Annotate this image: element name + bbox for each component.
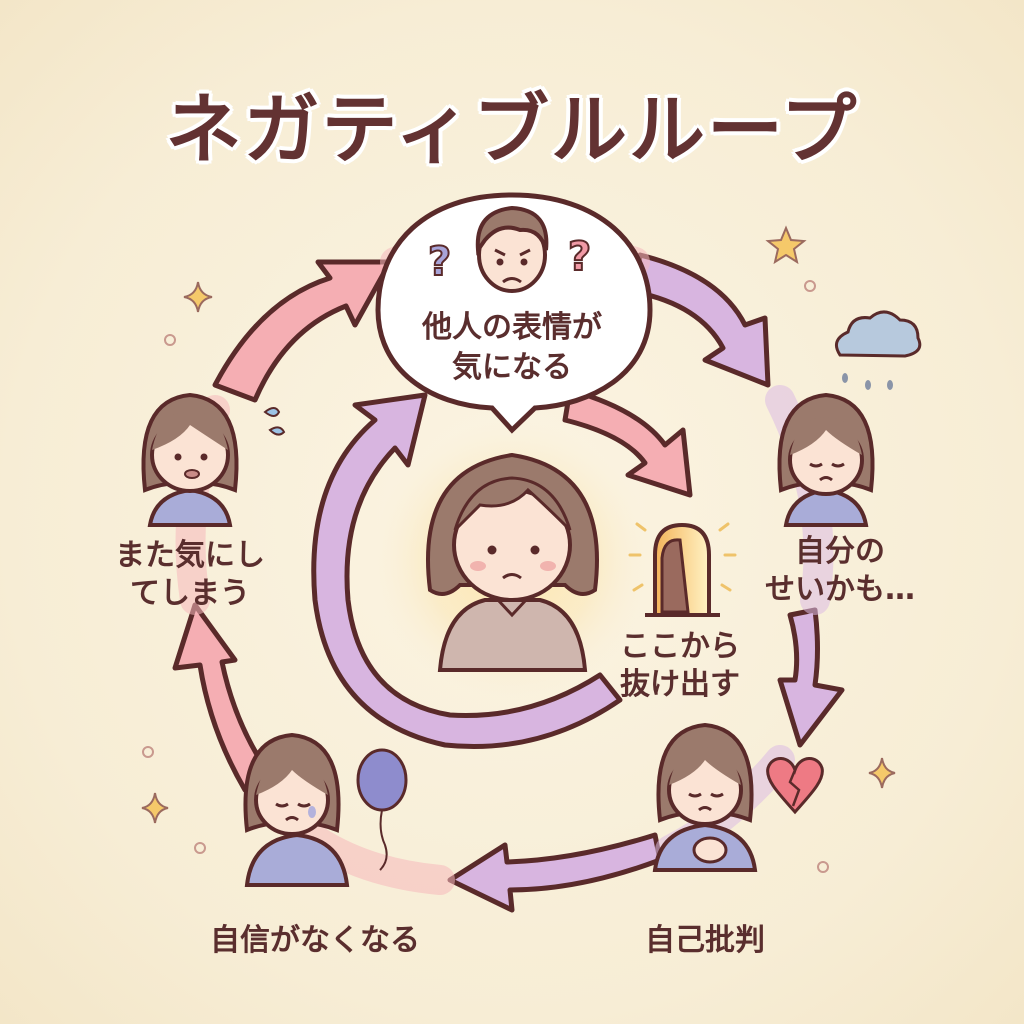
escape-line-2: 抜け出す [620,667,740,702]
character-sad [777,392,875,527]
question-mark-icon: ? [568,234,591,280]
inner-loop [311,387,693,750]
speech-bubble: ? ? [375,192,653,434]
step-1-line-2: せいかも… [765,572,915,607]
balloon-icon [356,748,408,871]
question-mark-icon: ? [428,239,451,285]
sweat-drop-icon [263,407,286,436]
step-label-my-fault: 自分の せいかも… [745,533,935,609]
arrow-to-bottom-right [777,607,845,748]
sparkle-icon [868,757,896,789]
escape-line-1: ここから [620,629,740,664]
page-title: ネガティブルループ [165,85,859,174]
character-no-confidence [243,732,350,887]
step-4-line-1: また気にし [115,538,265,573]
sparkle-icon [183,281,213,313]
step-4-line-2: てしまう [130,576,250,611]
door-icon [628,522,737,617]
center-character [425,452,599,672]
other-person-face [475,205,549,293]
step-label-self-criticism: 自己批判 [630,922,780,960]
bubble-line-1: 他人の表情が [422,310,602,345]
step-3-line-1: 自信がなくなる [210,923,420,958]
character-self-critical [652,722,758,872]
character-worried [141,392,239,527]
escape-label: ここから 抜け出す [620,628,740,704]
step-2-line-1: 自己批判 [645,923,765,958]
step-1-line-1: 自分の [795,534,885,569]
sparkle-icon [141,792,169,824]
step-label-lose-confidence: 自信がなくなる [200,922,430,960]
rain-cloud-icon [834,310,922,390]
star-icon [765,225,807,265]
arrow-to-bottom-left [447,832,663,913]
bubble-line-2: 気になる [452,350,572,385]
arrow-to-right [632,252,771,388]
arrow-to-left [172,602,273,793]
arrow-to-top [212,259,393,403]
outer-loop [172,252,845,913]
speech-bubble-text: 他人の表情が 気になる [400,308,624,388]
step-label-worry-again: また気にし てしまう [100,537,280,613]
